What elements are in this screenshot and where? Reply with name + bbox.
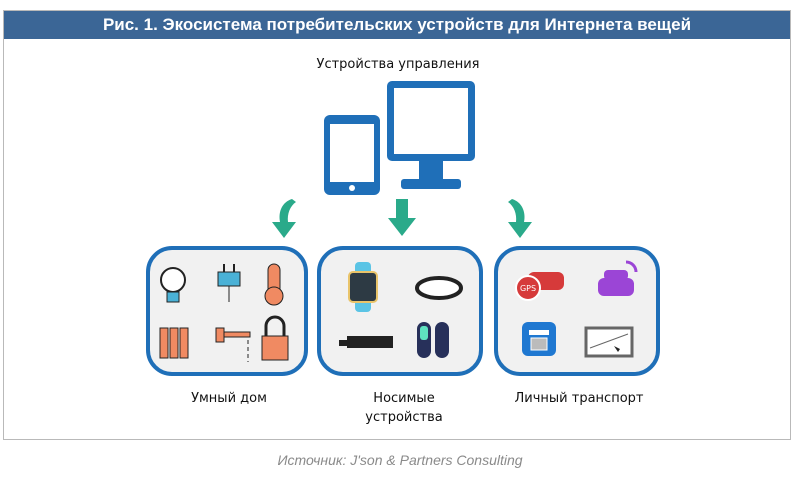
wearables-group <box>317 246 483 376</box>
connected-car-icon <box>598 260 638 296</box>
thermometer-icon <box>264 263 284 306</box>
gps-car-icon: GPS <box>515 272 564 301</box>
monitor-icon <box>387 81 475 189</box>
figure-title: Рис. 1. Экосистема потребительских устро… <box>4 11 790 39</box>
personal-transport-label: Личный транспорт <box>514 391 644 406</box>
smart-home-label: Умный дом <box>191 391 267 406</box>
wearables-label-line2: устройства <box>365 410 443 425</box>
arrows <box>272 199 532 238</box>
lock-icon <box>261 315 289 361</box>
wearable-sensors-icon <box>417 322 449 358</box>
control-devices-icon <box>324 81 475 195</box>
arrow-right-icon <box>508 199 532 238</box>
arrow-down-icon <box>388 199 416 236</box>
wearables-label-line1: Носимые <box>373 391 435 406</box>
control-devices-label: Устройства управления <box>316 57 480 72</box>
bulb-icon <box>160 267 186 303</box>
personal-transport-group: GPS <box>494 246 660 376</box>
smartwatch-icon <box>348 262 378 312</box>
arrow-left-icon <box>272 199 296 238</box>
figure-frame: Рис. 1. Экосистема потребительских устро… <box>3 10 791 440</box>
smart-glasses-icon <box>339 336 393 348</box>
gps-label: GPS <box>520 284 536 293</box>
source-note: Источник: J'son & Partners Consulting <box>277 452 523 468</box>
plug-icon <box>217 264 241 302</box>
navigation-map-icon <box>584 326 634 358</box>
smart-home-group <box>146 246 308 376</box>
fitness-band-icon <box>415 276 463 300</box>
faucet-icon <box>215 327 251 362</box>
tablet-icon <box>324 115 380 195</box>
dashcam-icon <box>522 322 556 356</box>
radiator-icon <box>159 327 189 359</box>
